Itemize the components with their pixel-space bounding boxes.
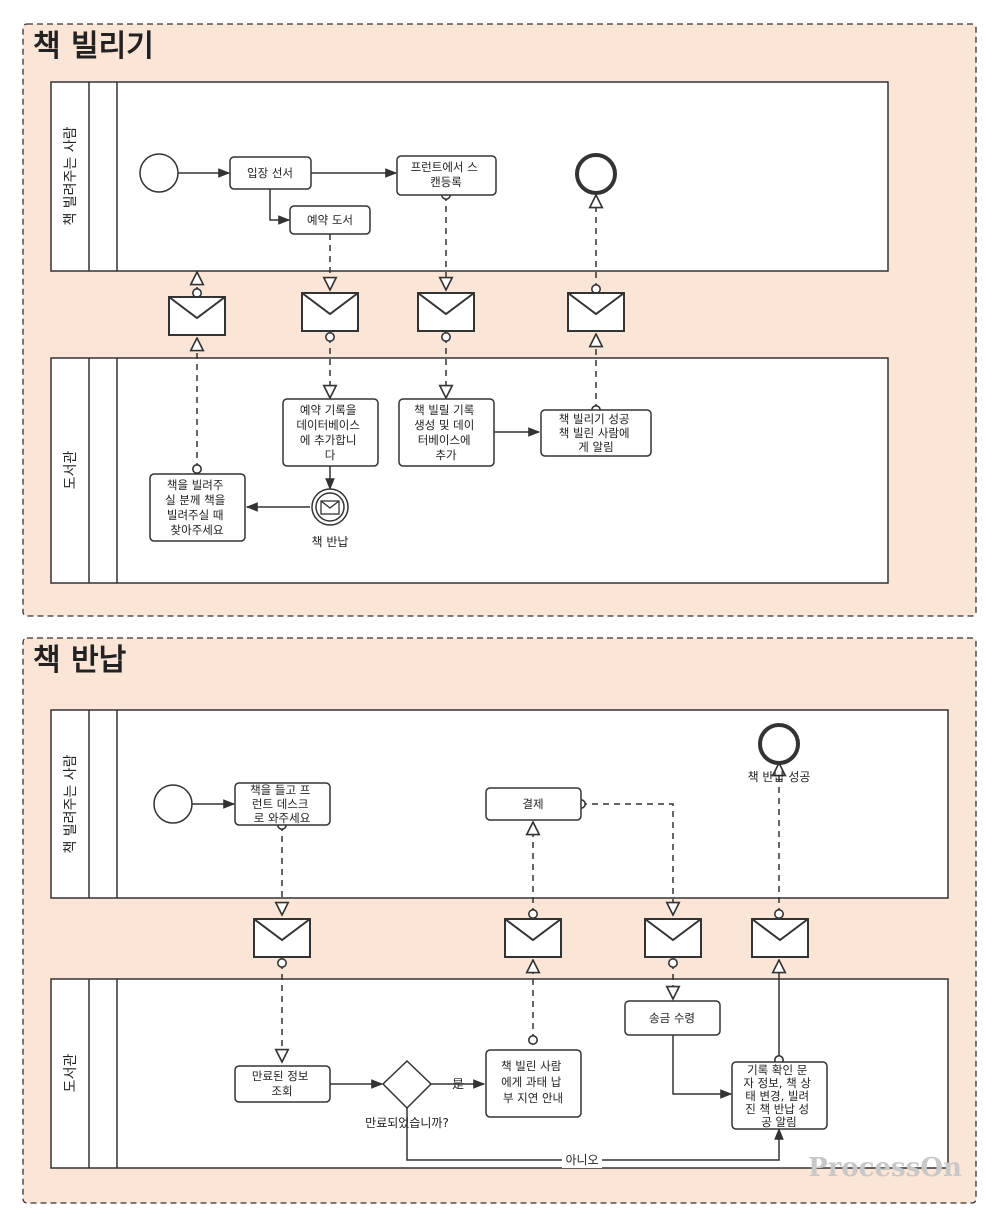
task-enter: 입장 선서 <box>229 156 312 190</box>
section-title: 책 빌리기 <box>33 29 154 64</box>
message-envelope <box>253 918 311 958</box>
svg-text:프런트에서 스 캔등록: 프런트에서 스 캔등록 <box>411 160 482 189</box>
section-title: 책 반납 <box>33 643 127 678</box>
lane-label: 도서관 <box>63 1054 79 1093</box>
svg-text:책 빌릴 기록 생성 및 데이: 책 빌릴 기록 생성 및 데이 터베이스에 추가 <box>414 403 478 462</box>
message-envelope <box>301 292 359 332</box>
svg-text:만료된 정보 조회: 만료된 정보 조회 <box>252 1069 312 1098</box>
svg-text:기록 확인 문 자 정보, 책 상: 기록 확인 문 자 정보, 책 상 태 변경, 빌려 진 책 반납 성 공 알림 <box>743 1063 814 1129</box>
task-scan: 프런트에서 스 캔등록 <box>396 155 497 196</box>
message-envelope <box>504 918 562 958</box>
svg-text:입장 선서: 입장 선서 <box>247 166 293 180</box>
lane-label: 책 빌려주는 사람 <box>63 754 79 853</box>
task-reserve: 예약 도서 <box>289 205 371 235</box>
gateway <box>381 1059 433 1110</box>
svg-text:책을 빌려주 실 분께 책을: 책을 빌려주 실 분께 책을 빌려주실 때 찾아주세요 <box>165 478 229 537</box>
pool-library: 도서관 <box>50 357 889 584</box>
task-pay: 결제 <box>485 787 582 821</box>
event-label: 책 반납 <box>312 534 349 549</box>
task-notify: 책 빌리기 성공 책 빌린 사람에 게 알림 <box>540 409 652 457</box>
no-label-bg <box>562 1151 602 1168</box>
message-envelope <box>567 292 625 332</box>
start-event <box>139 153 179 193</box>
svg-text:책 빌린 사람 에게 과태 납: 책 빌린 사람 에게 과태 납 부 지연 안내 <box>501 1059 565 1105</box>
svg-text:예약 기록을 데이터베이스: 예약 기록을 데이터베이스 에 추가합니 다 <box>296 403 363 462</box>
watermark: ProcessOn <box>808 1153 962 1183</box>
end-event <box>575 153 617 195</box>
end-event <box>758 723 800 765</box>
svg-text:책을 들고 프 런트 데스크: 책을 들고 프 런트 데스크 로 와주세요 <box>250 783 314 825</box>
task-receive: 송금 수령 <box>624 1000 721 1036</box>
lane-label: 책 빌려주는 사람 <box>63 126 79 225</box>
lane-label: 도서관 <box>63 451 79 490</box>
task-db-add: 예약 기록을 데이터베이스 에 추가합니 다 <box>282 398 379 467</box>
start-event <box>153 784 193 824</box>
section-return: 책 반납 책 빌려주는 사람 도서관 <box>22 637 977 1204</box>
svg-text:결제: 결제 <box>522 797 543 811</box>
section-borrow: 책 빌리기 책 빌려주는 사람 도서관 <box>22 23 977 617</box>
yes-label: 是 <box>452 1077 464 1091</box>
message-envelope <box>168 296 226 336</box>
message-envelope <box>751 918 809 958</box>
message-catch-event <box>311 488 349 526</box>
task-find: 책을 빌려주 실 분께 책을 빌려주실 때 찾아주세요 <box>149 473 246 542</box>
task-notice: 책 빌린 사람 에게 과태 납 부 지연 안내 <box>485 1049 582 1118</box>
task-confirm: 기록 확인 문 자 정보, 책 상 태 변경, 빌려 진 책 반납 성 공 알림 <box>731 1061 828 1130</box>
message-envelope <box>417 292 475 332</box>
message-envelope <box>644 918 702 958</box>
task-record: 책 빌릴 기록 생성 및 데이 터베이스에 추가 <box>398 398 495 467</box>
gateway-label: 만료되었습니까? <box>365 1116 449 1130</box>
svg-text:송금 수령: 송금 수령 <box>649 1011 695 1025</box>
svg-text:책 빌리기 성공 책 빌린 사람에: 책 빌리기 성공 책 빌린 사람에 게 알림 <box>559 412 633 454</box>
task-bring: 책을 들고 프 런트 데스크 로 와주세요 <box>234 782 331 826</box>
end-event-label: 책 반납 성공 <box>748 769 811 784</box>
flows <box>178 168 596 512</box>
svg-text:예약 도서: 예약 도서 <box>307 213 353 227</box>
task-lookup: 만료된 정보 조회 <box>234 1065 331 1103</box>
no-label: 아니오 <box>565 1153 598 1167</box>
